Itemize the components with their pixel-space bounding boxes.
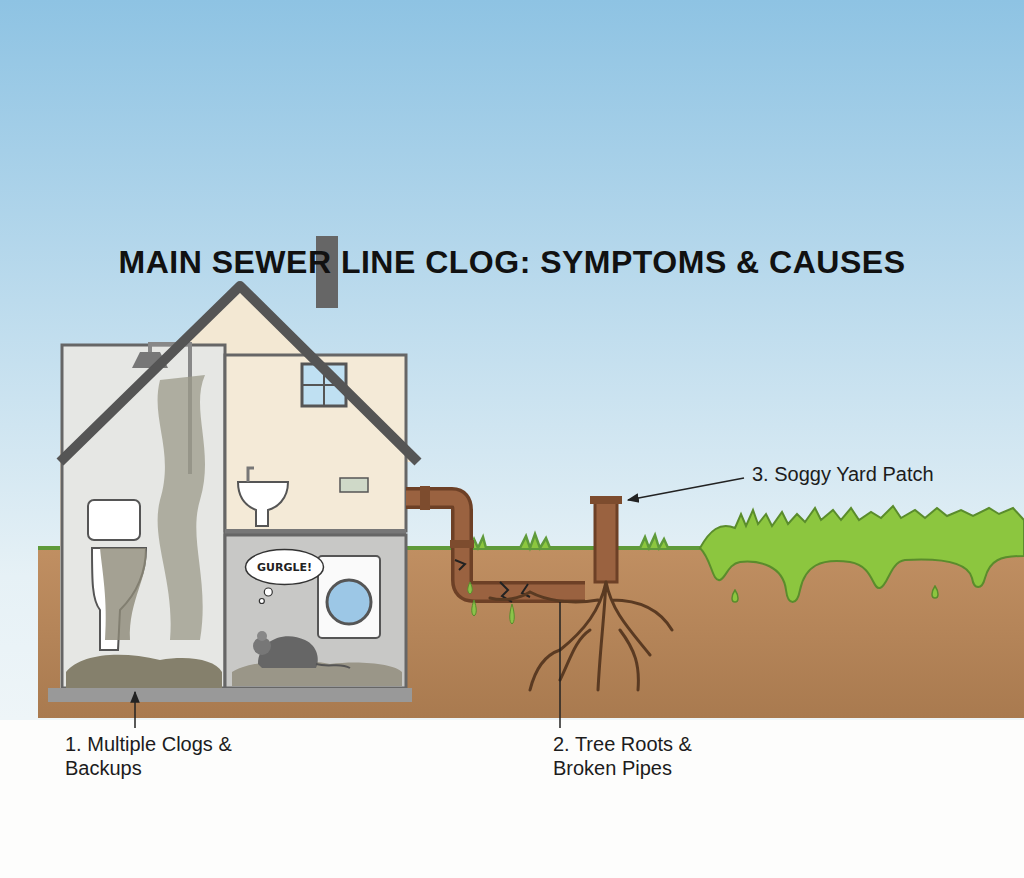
sound-text: GURGLE! bbox=[257, 561, 312, 574]
basement-puddle bbox=[232, 661, 402, 686]
tree-roots bbox=[490, 582, 672, 690]
title: MAIN SEWER LINE CLOG: SYMPTOMS & CAUSES bbox=[0, 242, 1024, 282]
callout-label: 2. Tree Roots & Broken Pipes bbox=[553, 732, 725, 780]
upper-room bbox=[225, 355, 406, 531]
drip bbox=[732, 586, 938, 602]
speech-bubble: GURGLE! bbox=[244, 548, 325, 586]
sewer-pipe bbox=[406, 498, 585, 592]
cleanout-riser bbox=[595, 502, 617, 582]
bubble-shape bbox=[246, 550, 324, 585]
toilet-overflow bbox=[100, 548, 146, 640]
toilet-tank bbox=[88, 500, 140, 540]
leak-drip bbox=[468, 582, 515, 624]
sky bbox=[0, 0, 1024, 720]
floor-puddle bbox=[66, 655, 222, 688]
cleanout-cap bbox=[590, 496, 622, 504]
floor-slab bbox=[48, 688, 412, 702]
grass-tuft bbox=[470, 534, 668, 548]
roof bbox=[60, 286, 418, 462]
rat-tail bbox=[316, 664, 350, 668]
toilet-bowl bbox=[92, 548, 146, 650]
dirty-water bbox=[158, 375, 205, 640]
laundry-tub bbox=[340, 478, 368, 492]
bathroom bbox=[62, 345, 225, 688]
washing-machine bbox=[318, 556, 380, 638]
faucet bbox=[248, 468, 254, 482]
leader-line bbox=[134, 692, 136, 728]
callout-label: 3. Soggy Yard Patch bbox=[752, 462, 934, 486]
leader-line bbox=[628, 478, 744, 500]
pipe-flange bbox=[420, 486, 430, 510]
sewer-pipe bbox=[406, 498, 585, 592]
rat-ear bbox=[257, 631, 267, 641]
callout-label: 1. Multiple Clogs & Backups bbox=[65, 732, 237, 780]
bubble-tail bbox=[259, 599, 264, 604]
washer-door bbox=[327, 580, 371, 624]
pipe-flange bbox=[450, 540, 474, 548]
basement bbox=[225, 535, 406, 688]
soggy-grass bbox=[700, 506, 1024, 602]
leader-line bbox=[559, 602, 561, 728]
sink bbox=[238, 482, 288, 526]
bubble-tail bbox=[264, 588, 272, 596]
